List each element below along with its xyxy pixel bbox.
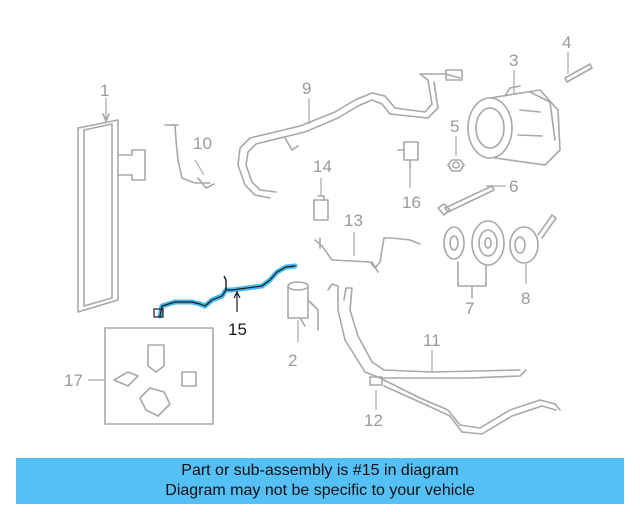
part-15-highlighted-line: 15	[153, 263, 298, 339]
part-10-hose: 10	[164, 124, 215, 189]
part-13-liquid-line: 13	[314, 211, 421, 273]
callout-8: 8	[521, 289, 530, 308]
callout-3: 3	[509, 51, 518, 70]
banner-line-1: Part or sub-assembly is #15 in diagram	[181, 462, 459, 479]
callout-17: 17	[64, 371, 83, 390]
part-5-nut: 5	[447, 117, 465, 172]
callout-13: 13	[344, 211, 363, 230]
part-16-sensor: 16	[397, 141, 421, 212]
part-3-compressor: 3	[467, 51, 561, 166]
part-8-coil: 8	[509, 214, 557, 308]
callout-1: 1	[100, 81, 109, 100]
part-6-bolt: 6	[437, 177, 518, 216]
callout-9: 9	[302, 79, 311, 98]
part-11-discharge-line: 11	[327, 283, 561, 435]
part-7-clutch: 7	[443, 220, 505, 318]
callout-16: 16	[402, 193, 421, 212]
part-12-line-section: 12	[364, 376, 383, 430]
callout-12: 12	[364, 411, 383, 430]
callout-11: 11	[423, 331, 441, 350]
callout-14: 14	[313, 157, 332, 176]
info-banner: Part or sub-assembly is #15 in diagram D…	[16, 458, 624, 504]
callout-10: 10	[193, 134, 212, 153]
callout-15: 15	[228, 320, 247, 339]
part-2-drier: 2	[287, 281, 319, 370]
callout-2: 2	[288, 351, 297, 370]
banner-line-2: Diagram may not be specific to your vehi…	[165, 482, 475, 499]
part-9-suction-line: 9	[237, 69, 463, 199]
callout-4: 4	[562, 33, 571, 52]
callout-5: 5	[450, 117, 459, 136]
parts-diagram: 1 10 9 3 4 5	[64, 33, 593, 435]
part-4-pin: 4	[562, 33, 593, 83]
part-1-condenser: 1	[77, 81, 146, 313]
callout-7: 7	[465, 299, 474, 318]
part-17-seal-kit: 17	[64, 327, 214, 425]
part-14-valve: 14	[313, 157, 332, 221]
callout-6: 6	[509, 177, 518, 196]
